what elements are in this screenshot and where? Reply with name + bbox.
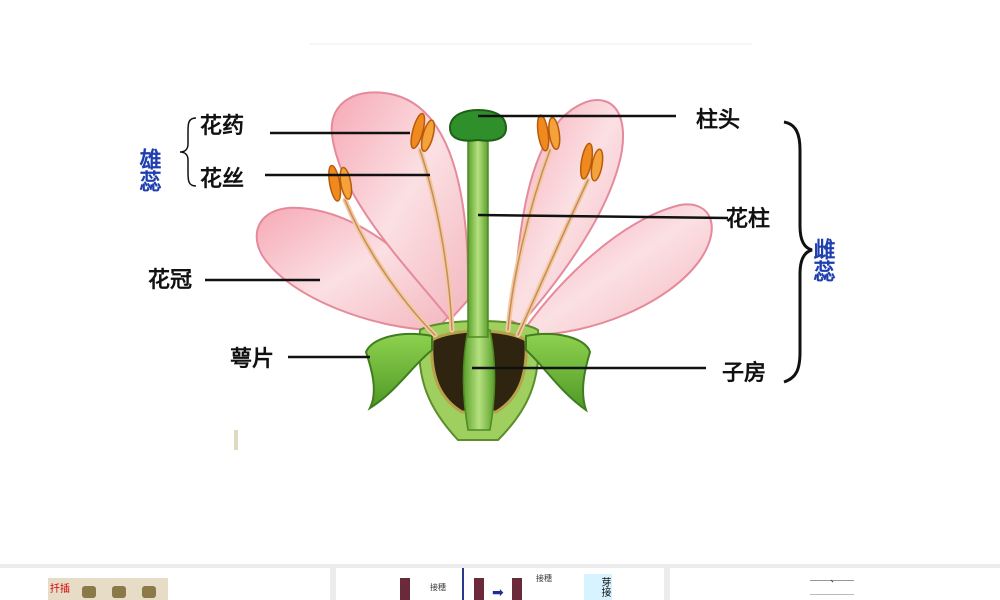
- divider-line: [462, 568, 464, 600]
- thumbnail-2-tag-b: 接穗: [536, 574, 552, 583]
- cutting-icon: [82, 586, 96, 598]
- anther-3: [536, 114, 561, 152]
- stock-icon: [474, 578, 484, 600]
- thumbnail-2[interactable]: 接穗 ➡ 接穗 芽接: [336, 568, 664, 600]
- cutting-icon: [142, 586, 156, 598]
- label-stigma: 柱头: [696, 108, 740, 133]
- label-filament: 花丝: [200, 166, 244, 192]
- thumbnail-3[interactable]: 、: [670, 568, 1000, 600]
- slide-thumbnail-strip: 扦插 接穗 ➡ 接穗 芽接 、: [0, 564, 1000, 600]
- anther-2: [410, 112, 436, 152]
- label-corolla: 花冠: [148, 267, 192, 293]
- pistil: [448, 108, 508, 431]
- petal-left-inner: [330, 91, 470, 322]
- pistil-style: [467, 131, 489, 338]
- thumbnail-2-tag-a: 接穗: [430, 583, 446, 592]
- label-style: 花柱: [726, 206, 770, 232]
- thumbnail-1-tag: 扦插: [50, 584, 70, 595]
- label-anther: 花药: [200, 113, 244, 139]
- sepal-left: [364, 332, 433, 411]
- left-mark: [234, 430, 238, 450]
- sepal-right: [525, 332, 592, 413]
- cutting-icon: [112, 586, 126, 598]
- pistil-stigma: [448, 108, 508, 142]
- receptacle: [418, 320, 540, 441]
- thumbnail-3-line: [810, 594, 854, 595]
- thumbnail-2-method: 芽接: [584, 574, 612, 600]
- thumbnail-3-line: [810, 580, 854, 581]
- label-ovary: 子房: [722, 360, 766, 386]
- thumbnail-1[interactable]: 扦插: [0, 568, 330, 600]
- flower-structure-diagram: 花药 花丝 花冠 萼片 柱头 花柱 子房 雄蕊 雌蕊: [136, 43, 836, 450]
- pistil-brace: [783, 120, 813, 384]
- anther-4: [579, 142, 604, 182]
- stock-icon: [512, 578, 522, 600]
- stock-icon: [400, 578, 410, 600]
- label-stamen-group: 雄蕊: [136, 148, 163, 192]
- thumbnail-3-tag: 、: [830, 574, 840, 585]
- label-pistil-group: 雌蕊: [810, 237, 836, 282]
- leader-style: [477, 213, 729, 220]
- arrow-right-icon: ➡: [492, 585, 504, 600]
- petal-right-outer: [522, 203, 713, 337]
- leader-lines: [205, 114, 729, 370]
- stamen-brace: [179, 117, 197, 187]
- thumbnail-1-image: 扦插: [48, 578, 168, 600]
- pistil-ovary: [462, 329, 496, 431]
- label-sepal: 萼片: [230, 347, 274, 372]
